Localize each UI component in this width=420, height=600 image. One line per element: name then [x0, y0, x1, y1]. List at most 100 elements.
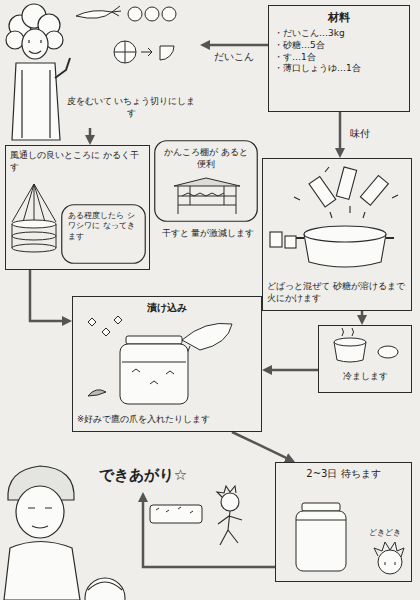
drying-net [12, 244, 56, 252]
step-text: 2~3日 待ちます [306, 467, 380, 480]
step-heading: 漬け込み [147, 301, 187, 314]
cook-figure [55, 58, 70, 78]
pot-with-seasonings [270, 167, 398, 267]
cooling-pot [342, 328, 354, 336]
pickling-jar [122, 362, 186, 363]
pot-with-seasonings [270, 232, 282, 247]
child-figure [88, 582, 122, 590]
elder-figure [16, 486, 64, 538]
finished-dish [156, 507, 193, 513]
daikon-sketch [76, 11, 112, 19]
drying-shelf [174, 178, 240, 214]
cook-figure [6, 31, 24, 49]
step-text: ※好みで鷹の爪を入れたりします [77, 414, 210, 425]
drying-net [12, 184, 56, 222]
daikon-sketch [145, 7, 159, 21]
daikon-sketch [160, 46, 174, 60]
pickling-jar [126, 336, 182, 344]
pickling-jar [120, 344, 188, 404]
daikon-sketch [76, 6, 176, 63]
elder-figure [28, 508, 52, 528]
drying-net [12, 224, 56, 248]
elder-figure [4, 542, 80, 600]
waiting-box: 2~3日 待ちます [275, 462, 412, 582]
cook-figure [22, 70, 50, 138]
flow-arrow [339, 112, 342, 154]
daikon-sketch [162, 7, 176, 21]
finished-dish [150, 505, 202, 523]
flow-arrow [89, 128, 92, 141]
step-label: 皮をむいて いちょう切りにします [62, 0, 200, 128]
step-text: ・だいこん…3kg [274, 28, 345, 40]
cooling-box: 冷まします [318, 325, 412, 393]
waiting-jar [302, 503, 340, 511]
daikon-sketch [114, 41, 136, 63]
tip-bubble: かんころ棚が あると便利 [154, 140, 258, 222]
child-figure [85, 578, 125, 600]
running-child [221, 493, 239, 511]
flow-arrow [30, 270, 68, 321]
step-text: 冷まします [343, 371, 388, 383]
step-text: ある程度したら シワシワに なってきます [68, 211, 139, 242]
cooling-pot [378, 346, 398, 358]
cook-figure [29, 40, 41, 54]
daikon-sketch [141, 48, 152, 56]
pickling-box: 漬け込み ※好みで鷹の爪を入れたりします [72, 296, 262, 432]
pickling-jar [132, 369, 174, 384]
running-child [217, 486, 236, 497]
step-text: どばっと混ぜて 砂糖が溶けるまで火にかけます [267, 281, 407, 304]
flow-arrow [361, 311, 364, 321]
ingredients-box: 材料・だいこん…3kg・砂糖…5合・す…1合・薄口しょうゆ…1合 [268, 5, 410, 112]
elder-figure [4, 466, 80, 600]
drying-net [12, 232, 56, 240]
bubble-outline [155, 141, 258, 222]
cook-figure [22, 29, 48, 59]
pot-with-seasonings [309, 177, 336, 207]
step-text: ・す…1合 [274, 52, 316, 64]
waiting-jar [378, 550, 402, 574]
drying-net [12, 220, 56, 228]
pot-with-seasonings [360, 175, 388, 205]
speech-bubble: ある程度したら シワシワに なってきます [61, 204, 146, 264]
cooling-pot [334, 328, 398, 362]
running-child [218, 511, 242, 545]
drying-shelf [178, 186, 236, 214]
waiting-jar [296, 511, 346, 571]
waiting-jar [374, 542, 404, 557]
finished-dish [150, 505, 202, 523]
pickling-jar [88, 316, 122, 336]
step-text: かんころ棚が あると便利 [161, 147, 251, 170]
cook-figure [6, 4, 70, 140]
step-text: 皮をむいて いちょう切りにします [66, 96, 196, 119]
pickling-jar [88, 390, 106, 396]
drying-shelf [182, 193, 224, 196]
pot-with-seasonings [304, 226, 386, 242]
waiting-jar [296, 520, 346, 521]
finish-label: できあがり☆ [88, 462, 198, 492]
note-text: 干すと 量が激減します [156, 228, 260, 240]
pot-with-seasonings [285, 236, 296, 248]
step-heading: できあがり☆ [99, 466, 187, 486]
pickling-jar [88, 316, 232, 404]
sound-effect: どきどき [361, 528, 409, 538]
flow-arrow [204, 44, 268, 47]
drying-shelf [174, 178, 240, 186]
step-heading: 材料 [328, 11, 350, 25]
step-text: 風通しの良いところに かるく干す [10, 150, 145, 173]
flow-arrow [143, 496, 275, 567]
seasoning-box: どばっと混ぜて 砂糖が溶けるまで火にかけます [262, 158, 412, 311]
daikon-sketch [112, 6, 121, 16]
waiting-jar [385, 562, 395, 565]
arrow-label: だいこん [212, 50, 256, 63]
waiting-jar [296, 503, 404, 574]
bubble-outline [62, 205, 146, 264]
pot-with-seasonings [336, 167, 356, 199]
cooling-pot [334, 338, 366, 346]
drying-net [12, 184, 56, 252]
flow-arrow [266, 369, 318, 372]
child-figure [85, 578, 125, 600]
daikon-sketch [128, 7, 142, 21]
pot-with-seasonings [330, 206, 365, 218]
pot-with-seasonings [294, 167, 398, 200]
